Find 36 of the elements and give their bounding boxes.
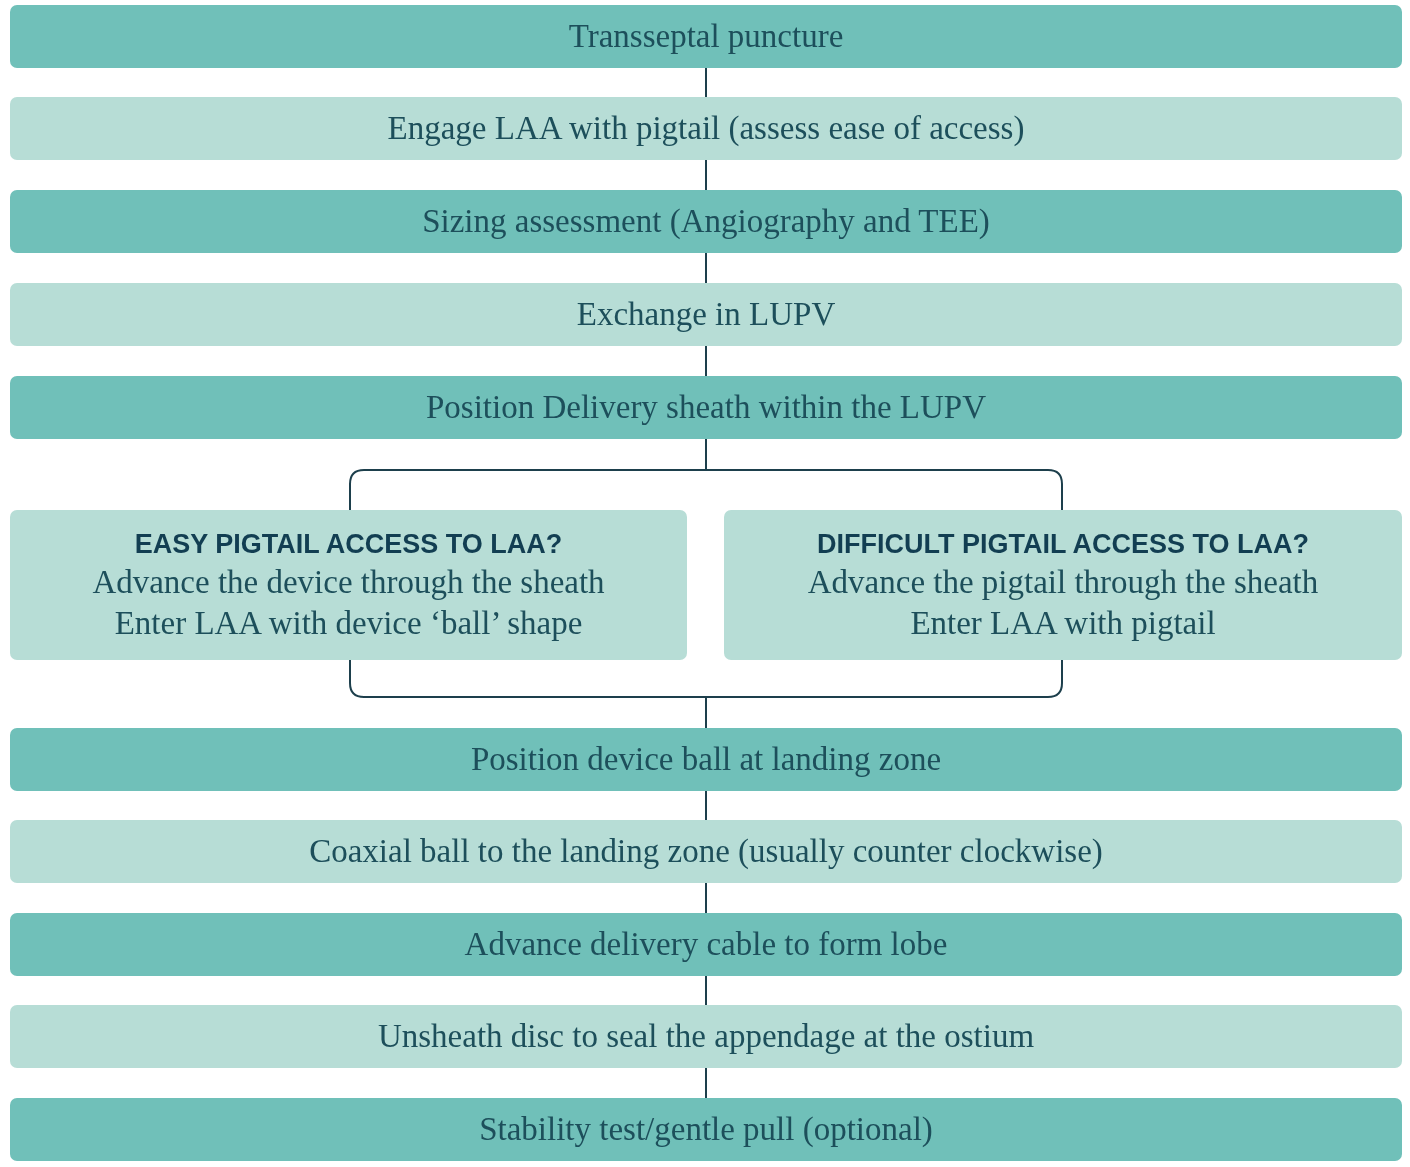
step-box: [10, 190, 1402, 253]
step-text: Exchange in LUPV: [576, 294, 836, 334]
step-box: [10, 283, 1402, 346]
step-box: [10, 376, 1402, 439]
step-text: Transseptal puncture: [568, 16, 844, 56]
connector-line: [705, 882, 707, 914]
step-text: Advance the pigtail through the sheath: [807, 562, 1319, 602]
step-text: Position Delivery sheath within the LUPV: [425, 387, 986, 427]
connector-line: [705, 790, 707, 821]
connector-line: [705, 1067, 707, 1099]
step-text: Sizing assessment (Angiography and TEE): [422, 201, 990, 241]
step-text: Enter LAA with device ‘ball’ shape: [114, 604, 583, 644]
step-box: [10, 820, 1402, 883]
step-box: [10, 1098, 1402, 1161]
connector-line: [705, 67, 707, 98]
decision-box: [10, 510, 687, 660]
step-text: Unsheath disc to seal the appendage at the ostium: [377, 1016, 1035, 1056]
step-text: Coaxial ball to the landing zone (usually counter clockwise): [309, 831, 1103, 871]
step-text: Advance delivery cable to form lobe: [464, 924, 948, 964]
step-box: [10, 1005, 1402, 1068]
step-box: [10, 5, 1402, 68]
connector-line: [705, 345, 707, 377]
step-text: Enter LAA with pigtail: [910, 604, 1216, 644]
step-text: Stability test/gentle pull (optional): [479, 1109, 933, 1149]
step-text: Engage LAA with pigtail (assess ease of access): [387, 108, 1025, 148]
decision-box: [724, 510, 1402, 660]
step-text: Advance the device through the sheath: [92, 562, 605, 602]
box-heading: DIFFICULT PIGTAIL ACCESS TO LAA?: [817, 527, 1309, 561]
step-box: [10, 913, 1402, 976]
connector-line: [705, 252, 707, 284]
step-box: [10, 97, 1402, 160]
box-heading: EASY PIGTAIL ACCESS TO LAA?: [134, 527, 563, 561]
step-text: Position device ball at landing zone: [470, 739, 942, 779]
connector-line: [705, 975, 707, 1006]
connector-line: [705, 159, 707, 191]
step-box: [10, 728, 1402, 791]
